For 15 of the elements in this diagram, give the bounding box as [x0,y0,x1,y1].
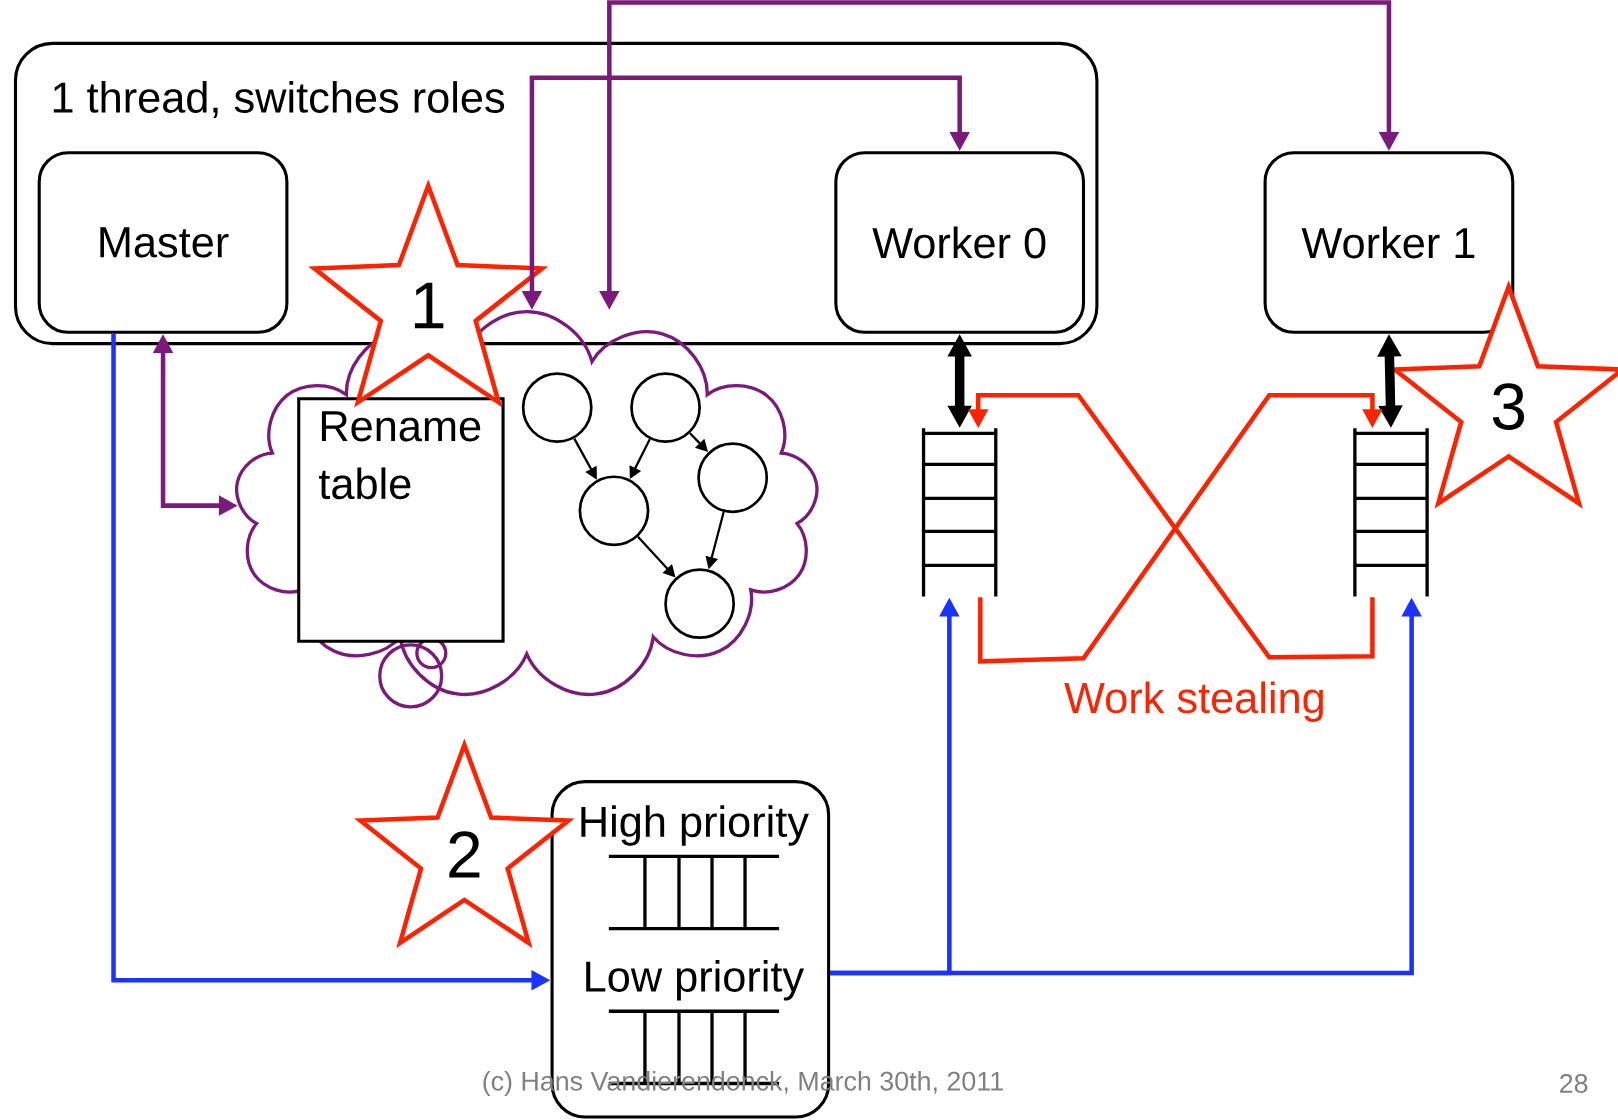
table-box: Rename table [297,397,505,644]
graph-node [578,475,650,547]
process-box: Worker 1 [1263,151,1515,335]
process-box: Master [37,151,289,335]
page-number: 28 [1560,1074,1588,1094]
graph-node [630,372,701,444]
queue-drawing [921,426,998,599]
queue-drawing [1353,426,1429,599]
node-label: 3 [1492,383,1525,431]
graph-node [697,442,769,514]
arrow [637,536,676,578]
caption-text: Work stealing [1064,681,1323,723]
graph-node [664,568,735,640]
graph-node [521,372,593,444]
process-box: Worker 0 [834,151,1086,335]
